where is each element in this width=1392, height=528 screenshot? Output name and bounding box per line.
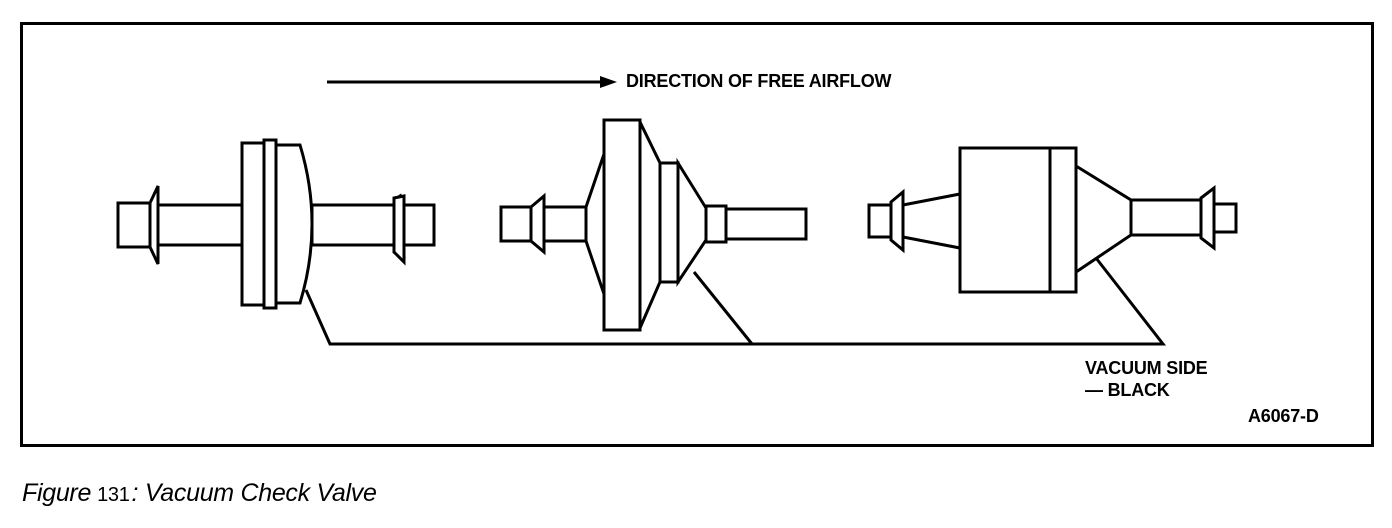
vacuum-side-color-label: — BLACK xyxy=(1085,380,1170,400)
airflow-direction-label: DIRECTION OF FREE AIRFLOW xyxy=(626,71,892,91)
vacuum-side-leader-lines xyxy=(304,257,1167,346)
check-valve-1 xyxy=(116,138,436,310)
vacuum-side-label: VACUUM SIDE xyxy=(1085,358,1208,378)
caption-title: : Vacuum Check Valve xyxy=(131,479,377,507)
figure-frame xyxy=(20,22,1374,447)
caption-number: 131 xyxy=(97,484,130,506)
airflow-arrow xyxy=(327,76,617,88)
figure-id: A6067-D xyxy=(1248,406,1319,426)
caption-prefix: Figure xyxy=(22,479,92,507)
check-valve-2 xyxy=(499,118,808,332)
check-valve-3 xyxy=(867,146,1238,294)
